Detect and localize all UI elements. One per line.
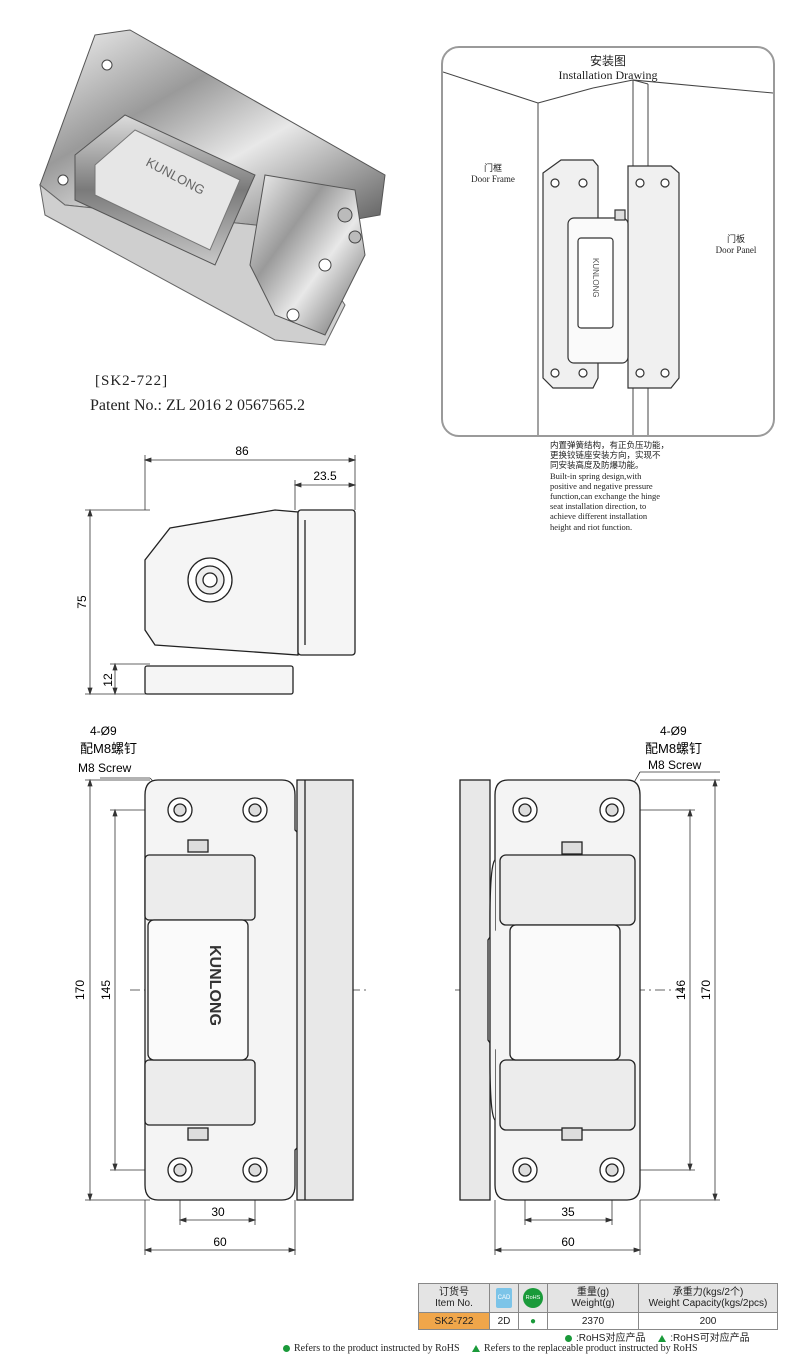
legend-en-dot: Refers to the product instructed by RoHS [294, 1343, 460, 1354]
cad-file-icon: CAD [496, 1288, 512, 1308]
row-cad: 2D [489, 1312, 519, 1330]
door-frame-label-en: Door Frame [471, 174, 515, 184]
installation-drawing-panel: 安装图 Installation Drawing KUNLONG [441, 46, 775, 437]
row-capacity: 200 [638, 1312, 778, 1330]
door-panel-label: 门板 Door Panel [701, 234, 771, 256]
left-screw-cn: 配M8螺钉 [80, 741, 137, 756]
top-view-drawing: 86 23.5 75 12 [75, 444, 357, 696]
rohs-leaf-icon: RoHS [523, 1288, 543, 1308]
door-frame-label-cn: 门框 [483, 163, 502, 173]
dim-top-offset: 23.5 [313, 469, 337, 483]
legend-en-tri: Refers to the replaceable product instru… [484, 1343, 698, 1354]
description-line: function,can exchange the hinge [550, 491, 660, 502]
header-weight: 重量(g) Weight(g) [547, 1283, 639, 1313]
legend-cn: :RoHS对应产品 :RoHS可对应产品 [565, 1329, 750, 1344]
model-number: [SK2-722] [95, 373, 169, 389]
installation-title: 安装图 Installation Drawing [443, 54, 773, 82]
door-panel-label-en: Door Panel [715, 245, 757, 255]
dim-top-height: 75 [75, 595, 89, 609]
dim-left-hole-spacing: 30 [211, 1205, 225, 1219]
header-item: 订货号 Item No. [418, 1283, 490, 1313]
row-rohs: ● [518, 1312, 548, 1330]
row-weight: 2370 [547, 1312, 639, 1330]
dim-right-hole-spacing: 35 [561, 1205, 575, 1219]
dim-right-width: 60 [561, 1235, 575, 1249]
description-line: Built-in spring design,with [550, 470, 642, 481]
left-screw-en: M8 Screw [78, 761, 132, 775]
dim-right-height: 170 [699, 980, 713, 1000]
rohs-triangle-icon [472, 1345, 481, 1353]
header-cad: CAD [489, 1283, 519, 1313]
left-brand-engraving: KUNLONG [206, 945, 223, 1026]
dim-left-inner: 145 [99, 980, 113, 1000]
door-frame-label: 门框 Door Frame [463, 163, 523, 185]
description-line: achieve different installation [550, 511, 648, 522]
left-screw-holes: 4-Ø9 [90, 724, 117, 738]
description-line: positive and negative pressure [550, 480, 653, 491]
dim-top-width: 86 [235, 444, 249, 458]
table-row: SK2-722 2D ● 2370 200 [418, 1312, 778, 1330]
legend-cn-dot: :RoHS对应产品 [576, 1333, 646, 1344]
header-rohs: RoHS [518, 1283, 548, 1313]
right-screw-holes: 4-Ø9 [660, 724, 687, 738]
product-photo: KUNLONG [35, 15, 405, 360]
header-capacity-en: Weight Capacity(kgs/2pcs) [648, 1298, 768, 1309]
description-line: height and riot function. [550, 521, 633, 532]
patent-number: Patent No.: ZL 2016 2 0567565.2 [90, 397, 305, 414]
header-capacity-cn: 承重力(kgs/2个) [672, 1287, 744, 1298]
rohs-dot-icon [565, 1334, 572, 1342]
left-front-view-drawing: KUNLONG 170 145 30 60 4-Ø9 配M8螺钉 M8 Scre… [73, 724, 370, 1255]
description-line: 同安装高度及防爆功能。 [550, 460, 644, 471]
legend-cn-tri: :RoHS可对应产品 [670, 1333, 750, 1344]
spec-table: 订货号 Item No. CAD RoHS 重量(g) Weight(g) 承重… [418, 1283, 778, 1330]
installation-title-cn: 安装图 [589, 54, 626, 68]
product-description: 内置弹簧结构，有正负压功能， 更换铰链座安装方向，实现不 同安装高度及防爆功能。… [550, 440, 700, 532]
dim-right-inner: 146 [674, 980, 688, 1000]
right-screw-en: M8 Screw [648, 758, 702, 772]
rohs-dot-icon [283, 1345, 290, 1353]
install-brand-label: KUNLONG [591, 258, 600, 298]
header-weight-cn: 重量(g) [576, 1287, 610, 1298]
header-item-cn: 订货号 [439, 1287, 469, 1298]
rohs-triangle-icon [658, 1334, 667, 1342]
description-line: 内置弹簧结构，有正负压功能， [550, 440, 670, 450]
header-weight-en: Weight(g) [571, 1298, 615, 1309]
description-line: seat installation direction, to [550, 501, 647, 512]
header-item-en: Item No. [435, 1298, 473, 1309]
dim-left-width: 60 [213, 1235, 227, 1249]
legend-en: Refers to the product instructed by RoHS… [283, 1343, 698, 1354]
door-panel-label-cn: 门板 [726, 234, 745, 244]
row-item: SK2-722 [418, 1312, 490, 1330]
description-line: 更换铰链座安装方向，实现不 [550, 450, 661, 461]
dim-base-height: 12 [101, 673, 115, 687]
right-screw-cn: 配M8螺钉 [645, 741, 702, 756]
dim-left-height: 170 [73, 980, 87, 1000]
header-capacity: 承重力(kgs/2个) Weight Capacity(kgs/2pcs) [638, 1283, 778, 1313]
right-front-view-drawing: 170 146 35 60 4-Ø9 配M8螺钉 M8 Screw [455, 724, 720, 1255]
spec-table-header: 订货号 Item No. CAD RoHS 重量(g) Weight(g) 承重… [418, 1283, 778, 1313]
installation-title-en: Installation Drawing [558, 68, 658, 82]
